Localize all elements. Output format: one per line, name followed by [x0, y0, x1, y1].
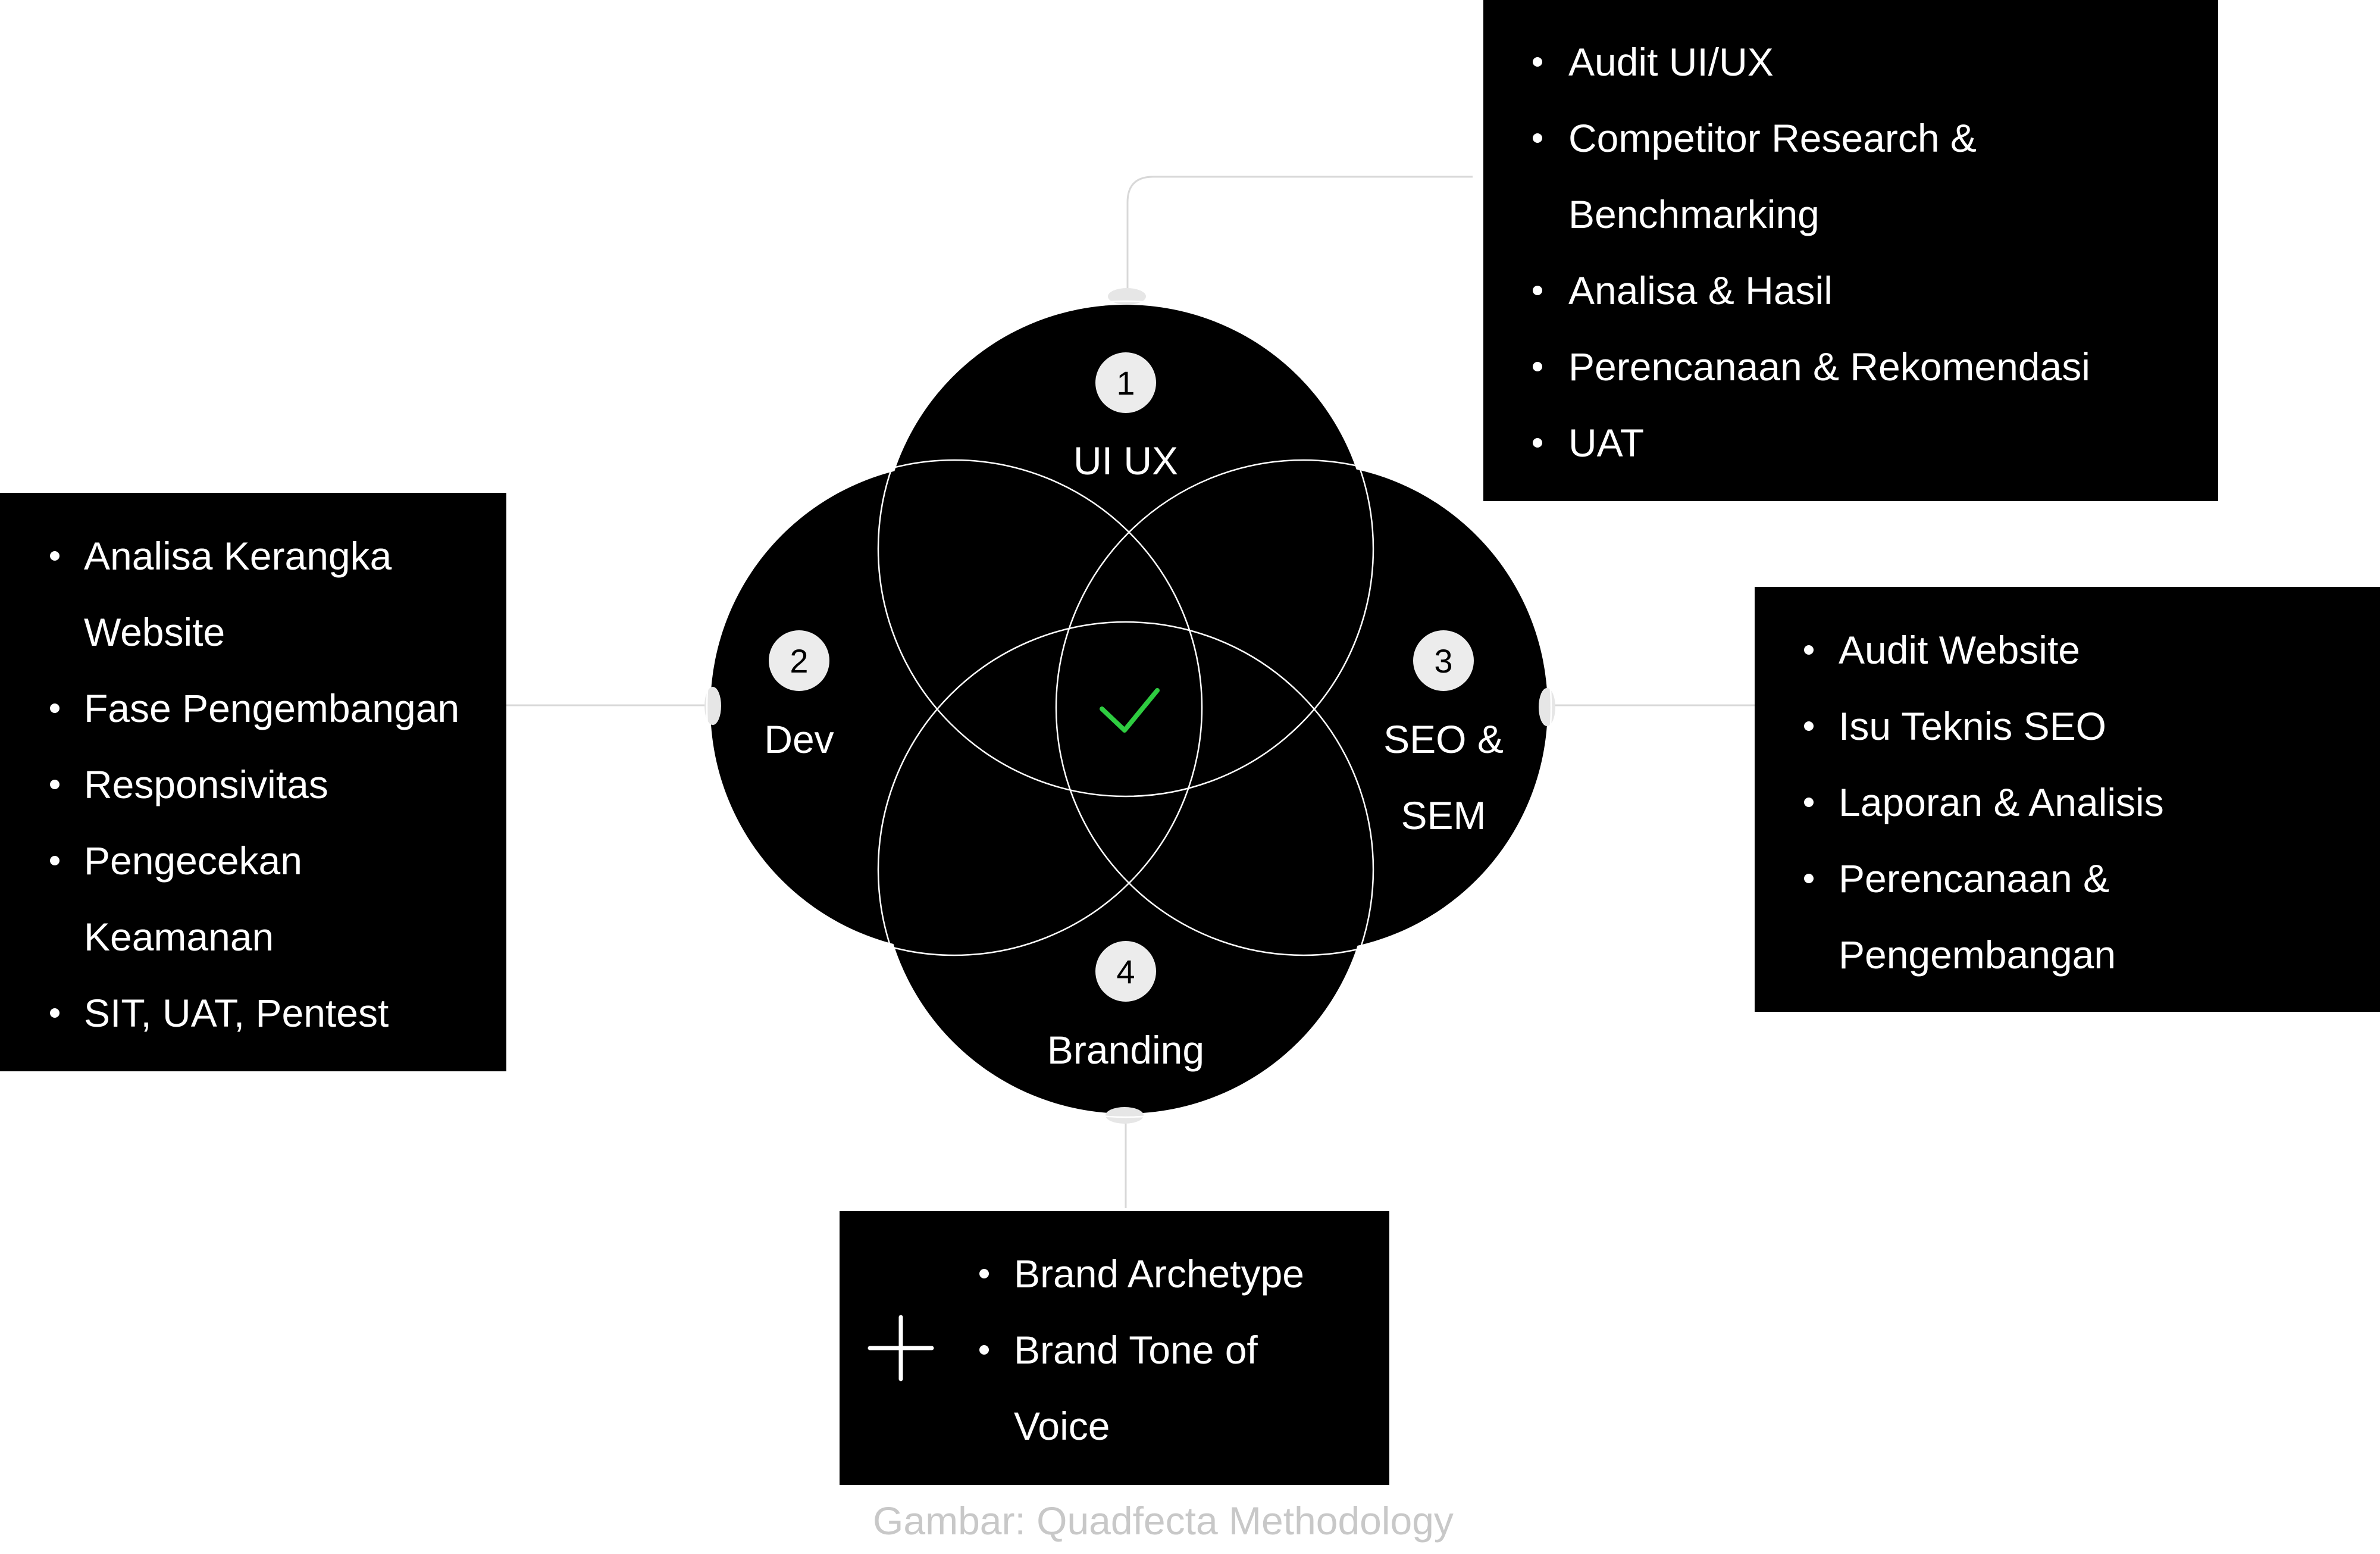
- list-item: Laporan & Analisis: [1839, 780, 2164, 824]
- bullet: [1804, 874, 1814, 883]
- bullet: [50, 856, 60, 865]
- list-branding: Brand Archetype Brand Tone of Voice: [979, 1252, 1304, 1448]
- list-seo: Audit Website Isu Teknis SEO Laporan & A…: [1804, 628, 2164, 977]
- list-item: Analisa & Hasil: [1568, 268, 1833, 312]
- circles-outline: [706, 300, 1552, 1118]
- bullet: [1533, 57, 1542, 67]
- nub-left: [704, 687, 721, 725]
- box-text: Audit UI/UX Competitor Research & Benchm…: [50, 40, 2164, 1448]
- list-item: Responsivitas: [84, 762, 328, 806]
- bullet: [1533, 133, 1542, 143]
- bullet: [1804, 798, 1814, 807]
- list-item-cont: Website: [84, 610, 225, 654]
- circle-labels: UI UX Dev SEO & SEM Branding: [764, 439, 1504, 1072]
- box-dev: [0, 493, 506, 1071]
- check-icon: [1100, 688, 1160, 733]
- list-item: Brand Archetype: [1014, 1252, 1304, 1296]
- box-seo: [1755, 587, 2380, 1012]
- badge-1: [1095, 352, 1156, 413]
- list-item: Perencanaan &: [1839, 856, 2109, 900]
- badge-3: [1413, 630, 1474, 691]
- list-item: UAT: [1568, 421, 1644, 465]
- list-item: Isu Teknis SEO: [1839, 704, 2106, 748]
- list-item: SIT, UAT, Pentest: [84, 991, 389, 1035]
- box-branding: [840, 1211, 1389, 1485]
- label-dev: Dev: [764, 717, 834, 761]
- list-item-cont: Voice: [1014, 1404, 1110, 1448]
- list-item-cont: Keamanan: [84, 915, 274, 959]
- list-dev: Analisa Kerangka Website Fase Pengembang…: [50, 534, 459, 1035]
- list-item-cont: Pengembangan: [1839, 933, 2116, 977]
- list-item-cont: Benchmarking: [1568, 192, 1820, 236]
- box-uiux: [1483, 0, 2218, 501]
- bullet: [1533, 362, 1542, 371]
- connector-uiux: [1126, 176, 1473, 295]
- bullet: [50, 780, 60, 789]
- number-badges: [769, 352, 1474, 1002]
- caption: Gambar: Quadfecta Methodology: [873, 1499, 1454, 1543]
- badge-number-3: 3: [1434, 642, 1452, 680]
- bullet: [1804, 721, 1814, 731]
- badge-number-4: 4: [1116, 953, 1135, 990]
- bullet: [50, 1008, 60, 1018]
- connectors: [476, 176, 1782, 1208]
- list-item: Analisa Kerangka: [84, 534, 392, 578]
- nub-right: [1539, 688, 1555, 726]
- list-uiux: Audit UI/UX Competitor Research & Benchm…: [1533, 40, 2090, 465]
- bullet: [1533, 438, 1542, 448]
- circle-branding: [882, 626, 1370, 1114]
- list-item: Perencanaan & Rekomendasi: [1568, 345, 2090, 389]
- badge-number-2: 2: [790, 642, 808, 680]
- label-branding: Branding: [1047, 1028, 1204, 1072]
- list-item: Brand Tone of: [1014, 1328, 1258, 1372]
- badge-2: [769, 630, 829, 691]
- label-seo-line2: SEM: [1401, 793, 1486, 837]
- list-item: Competitor Research &: [1568, 116, 1977, 160]
- plus-icon: [868, 1315, 934, 1381]
- list-item: Audit Website: [1839, 628, 2080, 672]
- list-item: Pengecekan: [84, 839, 302, 883]
- bullet: [50, 551, 60, 561]
- label-seo-line1: SEO &: [1383, 717, 1504, 761]
- badge-number-1: 1: [1116, 364, 1135, 402]
- bullet: [979, 1269, 989, 1278]
- bullet: [1533, 286, 1542, 295]
- bullet: [50, 703, 60, 713]
- nub-bottom: [1106, 1107, 1144, 1124]
- bullet: [979, 1345, 989, 1355]
- list-item: Fase Pengembangan: [84, 686, 459, 730]
- bullet: [1804, 645, 1814, 655]
- label-uiux: UI UX: [1073, 439, 1178, 483]
- list-item: Audit UI/UX: [1568, 40, 1774, 84]
- badge-4: [1095, 941, 1156, 1002]
- circles-fill: [710, 305, 1548, 1114]
- badge-numbers: 1 2 3 4: [790, 364, 1452, 990]
